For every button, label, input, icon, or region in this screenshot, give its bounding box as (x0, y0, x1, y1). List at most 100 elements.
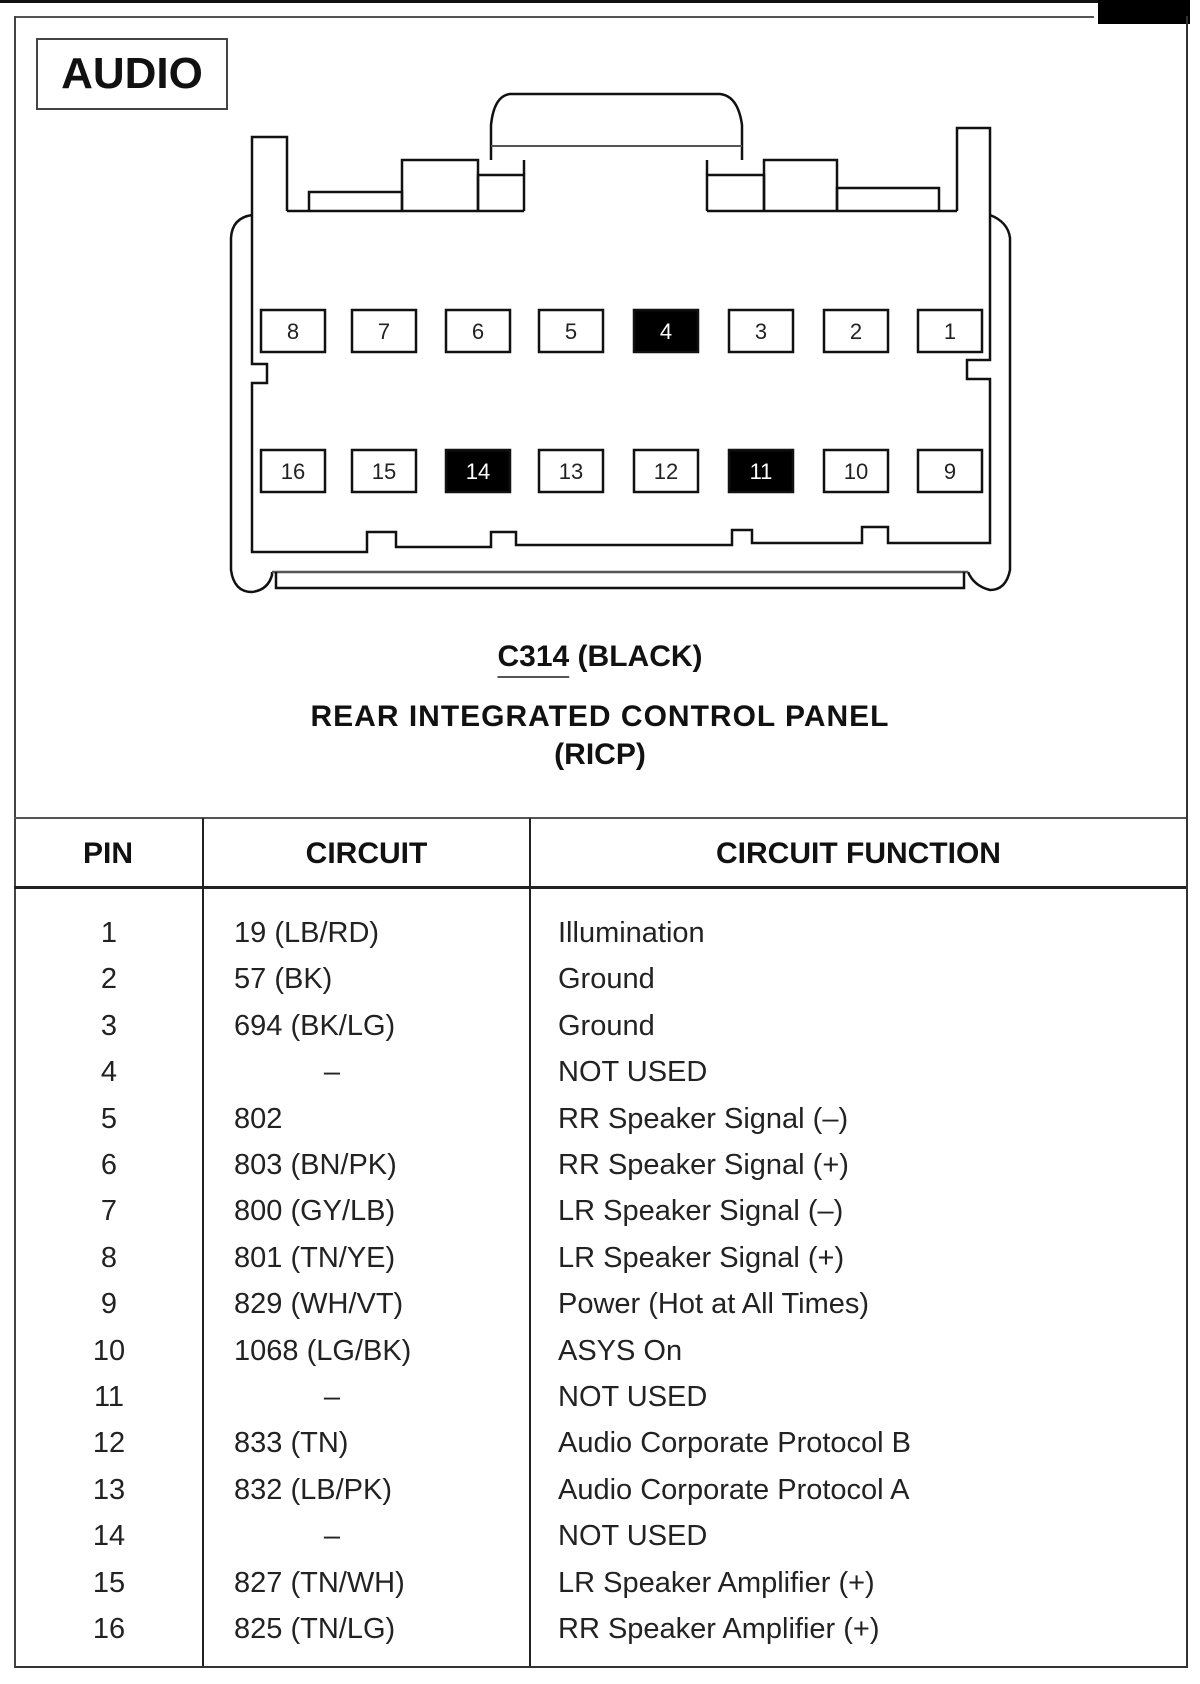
circuit-function: Audio Corporate Protocol B (558, 1427, 912, 1460)
column-divider-2 (529, 818, 531, 1666)
pin-number: 5 (100, 1102, 118, 1135)
corner-marker (1098, 0, 1190, 24)
right-step-high (762, 158, 839, 211)
left-step-latch (476, 173, 526, 211)
pin-label: 12 (654, 459, 678, 484)
right-step-low (835, 186, 941, 211)
circuit-function: Ground (558, 963, 655, 996)
circuit-id: 802 (234, 1102, 283, 1135)
pin-number: 10 (92, 1334, 126, 1367)
circuit-id: 827 (TN/WH) (234, 1566, 405, 1599)
pin-cavity-box (350, 448, 418, 494)
pin-cavity-box (259, 308, 327, 354)
pin-cavity: 15 (350, 448, 418, 494)
table-row: 10 1068 (LG/BK) ASYS On (0, 1328, 1200, 1374)
circuit-function: NOT USED (558, 1381, 708, 1413)
pin-cavity: 3 (727, 308, 795, 354)
table-row: 12 833 (TN) Audio Corporate Protocol B (0, 1420, 1200, 1466)
connector-code: C314 (497, 640, 570, 673)
pin-cavity-box (537, 448, 605, 494)
left-step-high (400, 158, 480, 211)
circuit-id: – (323, 1056, 341, 1089)
top-border-line (0, 0, 1100, 3)
pin-cavity-box (822, 448, 890, 494)
pin-number: 14 (92, 1520, 126, 1553)
connector-color: (BLACK) (577, 640, 703, 673)
pin-label: 5 (565, 319, 577, 344)
circuit-function: RR Speaker Signal (+) (558, 1149, 849, 1181)
pin-label: 8 (287, 319, 299, 344)
circuit-id: – (323, 1381, 341, 1413)
table-header-rule (14, 886, 1186, 889)
pin-label: 7 (378, 319, 390, 344)
circuit-function: LR Speaker Signal (–) (558, 1195, 844, 1228)
pin-label: 4 (660, 319, 672, 344)
table-top-rule (14, 817, 1186, 819)
header-circuit-function: CIRCUIT FUNCTION (716, 837, 1001, 870)
circuit-id: 803 (BN/PK) (234, 1149, 397, 1181)
pin-cavity-unused (444, 448, 512, 494)
frame-top-line (14, 16, 1094, 18)
circuit-function: Audio Corporate Protocol A (558, 1473, 910, 1506)
pin-cavity-box (259, 448, 327, 494)
header-circuit: CIRCUIT (305, 837, 428, 870)
pin-label: 11 (750, 459, 773, 484)
left-step-low (307, 190, 404, 211)
pin-label: 9 (944, 459, 956, 484)
page-frame (14, 16, 1188, 1668)
circuit-function: LR Speaker Amplifier (+) (558, 1566, 875, 1599)
pin-number: 4 (100, 1056, 118, 1089)
circuit-function: NOT USED (558, 1520, 708, 1553)
pin-cavity: 16 (259, 448, 327, 494)
pin-number: 13 (92, 1473, 126, 1506)
circuit-id: 833 (TN) (234, 1427, 349, 1460)
bottom-rail (274, 572, 966, 590)
pin-number: 1 (100, 917, 118, 949)
table-row: 11–NOT USED (0, 1374, 1200, 1420)
pin-cavity-box (537, 308, 605, 354)
pin-label: 10 (844, 459, 868, 484)
pin-number: 7 (100, 1195, 118, 1228)
pin-label: 6 (472, 319, 484, 344)
pin-label: 15 (372, 459, 396, 484)
outer-left-side (229, 213, 274, 594)
pin-number: 9 (100, 1288, 118, 1321)
left-post (250, 135, 289, 215)
table-row: 15 827 (TN/WH) LR Speaker Amplifier (+) (0, 1560, 1200, 1606)
pin-cavity-box (350, 308, 418, 354)
pin-cavity-box (727, 308, 795, 354)
pin-cavity-unused (632, 308, 700, 354)
pin-cavity-box (916, 448, 984, 494)
circuit-id: 1068 (LG/BK) (234, 1334, 412, 1367)
pin-number: 8 (100, 1241, 118, 1274)
connector-id: C314 (BLACK) (0, 640, 1200, 674)
pin-cavity: 6 (444, 308, 512, 354)
section-label: AUDIO (36, 38, 228, 110)
inner-body (250, 215, 992, 554)
circuit-id: 57 (BK) (234, 963, 333, 996)
pin-label: 14 (466, 459, 490, 484)
circuit-id: 19 (LB/RD) (234, 917, 380, 949)
pin-cavity: 7 (350, 308, 418, 354)
pin-number: 15 (92, 1566, 126, 1599)
pin-cavity-box (444, 308, 512, 354)
connector-abbrev: (RICP) (554, 738, 646, 771)
pin-cavity: 14 (444, 448, 512, 494)
pin-number: 12 (92, 1427, 126, 1460)
circuit-function: ASYS On (558, 1334, 683, 1367)
table-row: 14–NOT USED (0, 1513, 1200, 1559)
circuit-function: Power (Hot at All Times) (558, 1288, 870, 1321)
pin-label: 3 (755, 319, 767, 344)
pin-cavity: 2 (822, 308, 890, 354)
pin-cavity-box (632, 448, 700, 494)
circuit-function: NOT USED (558, 1056, 708, 1089)
